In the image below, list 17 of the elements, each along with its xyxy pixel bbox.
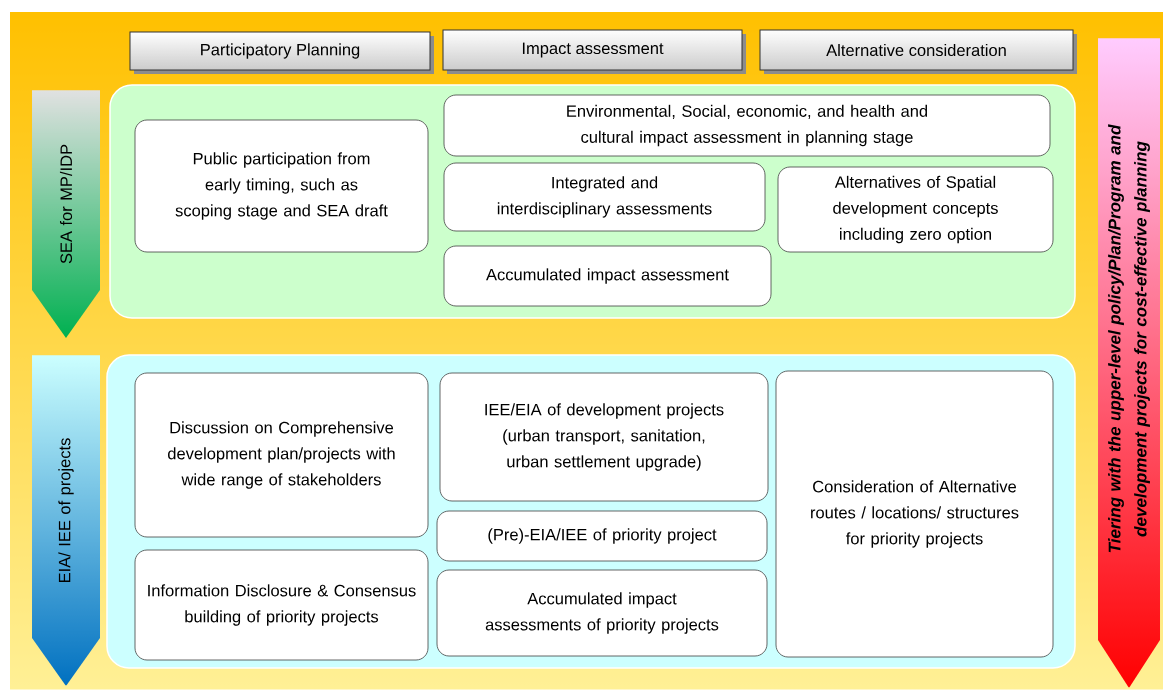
text-box: Consideration of Alternative routes / locations/ structures for priority projects — [775, 370, 1054, 658]
text-box: Discussion on Comprehensive development plan/projects with wide range of stakeholders — [134, 372, 429, 538]
header-box: Impact assessment — [442, 29, 746, 74]
tall-arrow: EIA/ IEE of projects — [58, 438, 74, 583]
text-box: Integrated and interdisciplinary assessments — [443, 162, 766, 232]
text-box: Alternatives of Spatial development concepts including zero option — [777, 166, 1054, 253]
text-box: Accumulated impact assessment — [443, 245, 772, 307]
text-box: Information Disclosure & Consensus building of priority projects — [134, 549, 429, 661]
tall-arrow: Tiering with the upper-level policy/Plan/Program and development projects for cost-effective planning — [1108, 124, 1150, 553]
header-box: Participatory Planning — [129, 31, 434, 74]
text-box: Accumulated impact assessments of priority projects — [436, 569, 768, 657]
header-box: Alternative consideration — [759, 29, 1077, 74]
text-box: Environmental, Social, economic, and health and cultural impact assessment in planning stage — [443, 94, 1051, 157]
tall-arrow: SEA for MP/IDP — [59, 144, 73, 264]
text-box: (Pre)-EIA/IEE of priority project — [436, 510, 768, 562]
text-box: IEE/EIA of development projects (urban transport, sanitation, urban settlement upgrade) — [439, 372, 769, 502]
text-box: Public participation from early timing, such as scoping stage and SEA draft — [134, 119, 429, 253]
